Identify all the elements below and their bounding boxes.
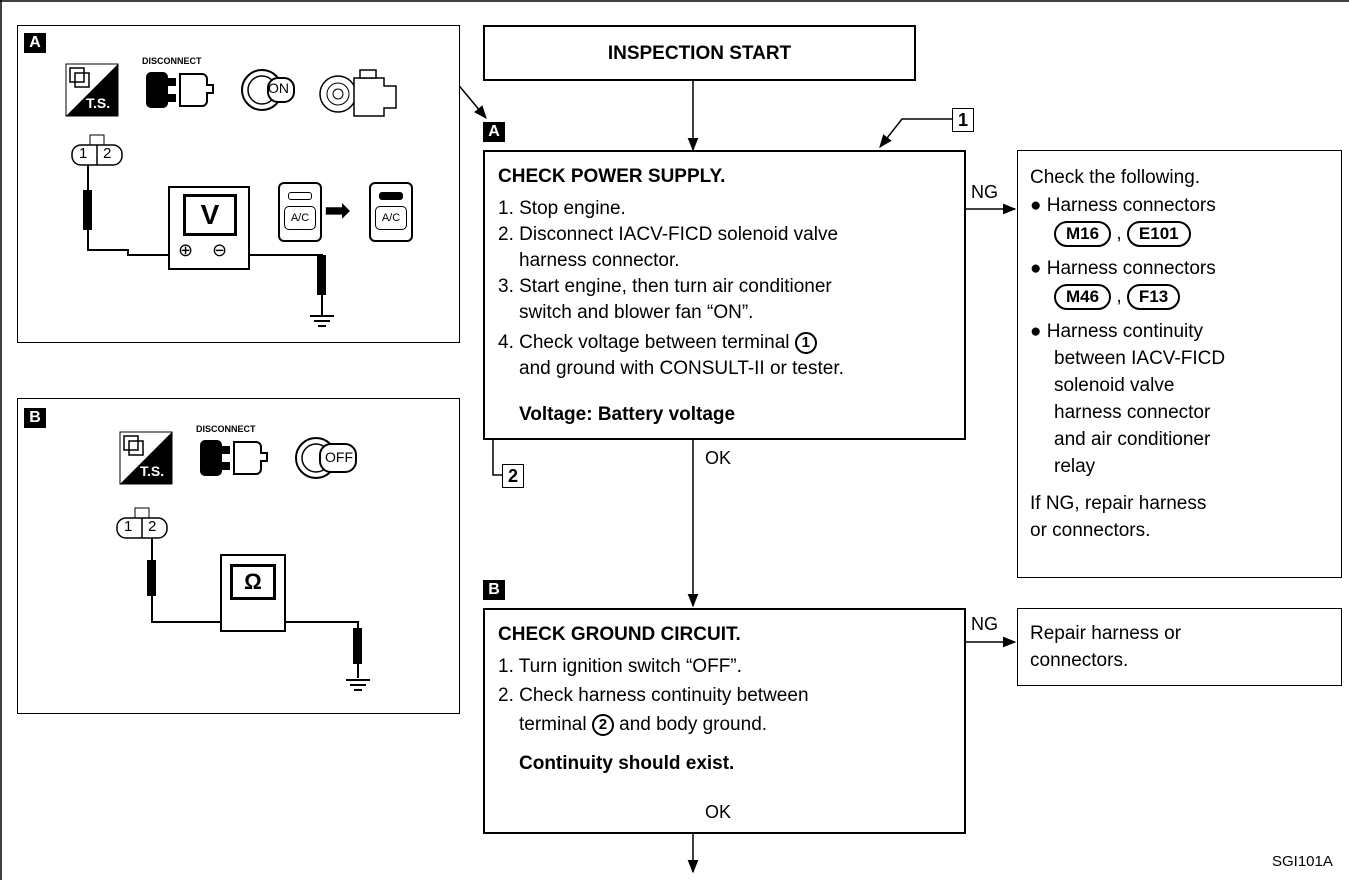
ng-label-power: NG — [971, 182, 998, 202]
ac-switch-off-icon: A/C — [278, 182, 322, 242]
connector-m46: M46 — [1054, 284, 1112, 310]
ng2-l1: Repair harness or — [1030, 623, 1182, 644]
ng1-item-2-conns: M46 , F13 — [1054, 284, 1181, 310]
power-step-4a-text: 4. Check voltage between terminal — [498, 332, 790, 353]
ng-remedy-box-1: Check the following. ● Harness connector… — [1017, 150, 1342, 578]
ng1-item-3-text: Harness continuity — [1046, 321, 1204, 342]
callout-2: 2 — [502, 464, 524, 488]
ground-step-2a: 2. Check harness continuity between — [498, 685, 809, 706]
ground-spec: Continuity should exist. — [519, 753, 735, 774]
ignition-off-label: OFF — [325, 449, 353, 465]
ng1-item-2-text: Harness connectors — [1046, 258, 1216, 279]
disconnect-icon: DISCONNECT — [140, 56, 230, 116]
connector-m16: M16 — [1054, 221, 1112, 247]
ng-remedy-box-2: Repair harness or connectors. — [1017, 608, 1342, 686]
power-step-4b: and ground with CONSULT-II or tester. — [519, 358, 844, 379]
ng1-item-3-l2: between IACV-FICD — [1054, 348, 1226, 369]
connector-e101: E101 — [1126, 221, 1191, 247]
connector-f13: F13 — [1126, 284, 1181, 310]
power-step-2a: 2. Disconnect IACV-FICD solenoid valve — [498, 224, 839, 245]
ohmmeter-display: Ω — [230, 564, 276, 600]
ground-circuit-check-box: CHECK GROUND CIRCUIT. 1. Turn ignition s… — [483, 608, 966, 834]
step-a-badge: A — [483, 122, 505, 142]
disconnect-label-b: DISCONNECT — [196, 424, 256, 434]
ts-label-b: T.S. — [140, 463, 165, 479]
ignition-on-label: ON — [268, 80, 289, 96]
arrow-right-icon: ➡ — [324, 192, 351, 228]
ignition-on-icon: ON — [240, 62, 298, 120]
power-step-1: 1. Stop engine. — [498, 198, 626, 219]
ac-off-label: A/C — [284, 206, 316, 230]
power-step-2b: harness connector. — [519, 250, 680, 271]
ng1-footer-l2: or connectors. — [1030, 520, 1151, 541]
ng1-item-1-text: Harness connectors — [1046, 195, 1216, 216]
connector-1-2-panel-a: 1 2 — [70, 133, 130, 178]
engine-start-icon — [318, 64, 406, 120]
power-step-4a: 4. Check voltage between terminal 1 — [498, 330, 817, 355]
minus-terminal-icon: ⊖ — [212, 240, 228, 260]
ts-label: T.S. — [86, 95, 111, 111]
disconnect-icon-b: DISCONNECT — [194, 424, 284, 484]
ng1-item-3-l4: harness connector — [1054, 402, 1211, 423]
ohmmeter-icon: Ω — [220, 554, 286, 632]
figure-code: SGI101A — [1272, 853, 1333, 870]
ts-icon: T.S. — [65, 63, 119, 117]
ok-label-ground: OK — [705, 802, 732, 822]
terminal-2-marker: 2 — [591, 714, 614, 736]
ng1-header: Check the following. — [1030, 167, 1201, 188]
step-b-badge: B — [483, 580, 505, 600]
pin-2-label-b: 2 — [148, 518, 157, 535]
connector-1-2-panel-b: 1 2 — [115, 506, 175, 551]
ground-step-2b-pre: terminal — [519, 714, 587, 735]
callout-1: 1 — [952, 108, 974, 132]
inspection-start-box: INSPECTION START — [483, 25, 916, 81]
ng1-item-3-l5: and air conditioner — [1054, 429, 1211, 450]
power-check-title: CHECK POWER SUPPLY. — [498, 166, 726, 187]
power-supply-check-box: CHECK POWER SUPPLY. 1. Stop engine. 2. D… — [483, 150, 966, 440]
inspection-start-label: INSPECTION START — [607, 43, 792, 64]
power-step-3a: 3. Start engine, then turn air condition… — [498, 276, 832, 297]
ground-step-2b: terminal 2 and body ground. — [519, 712, 767, 737]
ground-check-title: CHECK GROUND CIRCUIT. — [498, 624, 741, 645]
disconnect-label: DISCONNECT — [142, 56, 202, 66]
ng1-item-3-l3: solenoid valve — [1054, 375, 1175, 396]
voltmeter-display: V — [183, 194, 237, 236]
ng1-item-2: ● Harness connectors — [1030, 258, 1216, 279]
pin-1-label-b: 1 — [124, 518, 133, 535]
ac-switch-on-icon: A/C — [369, 182, 413, 242]
ignition-off-icon: OFF — [294, 430, 362, 488]
ng-label-ground: NG — [971, 614, 998, 634]
panel-b-badge: B — [24, 408, 46, 428]
ng1-item-1-conns: M16 , E101 — [1054, 221, 1191, 247]
ng2-l2: connectors. — [1030, 650, 1129, 671]
terminal-1-marker: 1 — [794, 332, 817, 354]
ac-on-label: A/C — [375, 206, 407, 230]
pin-1-label: 1 — [79, 145, 88, 162]
ground-step-2b-post: and body ground. — [619, 714, 768, 735]
pin-2-label: 2 — [103, 145, 112, 162]
ok-label-power: OK — [705, 448, 732, 468]
ng1-item-1: ● Harness connectors — [1030, 195, 1216, 216]
plus-terminal-icon: ⊕ — [178, 240, 194, 260]
ground-step-1: 1. Turn ignition switch “OFF”. — [498, 656, 742, 677]
ts-icon-b: T.S. — [119, 431, 173, 485]
ng1-footer-l1: If NG, repair harness — [1030, 493, 1207, 514]
panel-a-badge: A — [24, 33, 46, 53]
power-step-3b: switch and blower fan “ON”. — [519, 302, 754, 323]
ng1-item-3-l1: ● Harness continuity — [1030, 321, 1204, 342]
voltmeter-icon: V ⊕ ⊖ — [168, 186, 250, 270]
power-spec: Voltage: Battery voltage — [519, 404, 736, 425]
ng1-item-3-l6: relay — [1054, 456, 1096, 477]
